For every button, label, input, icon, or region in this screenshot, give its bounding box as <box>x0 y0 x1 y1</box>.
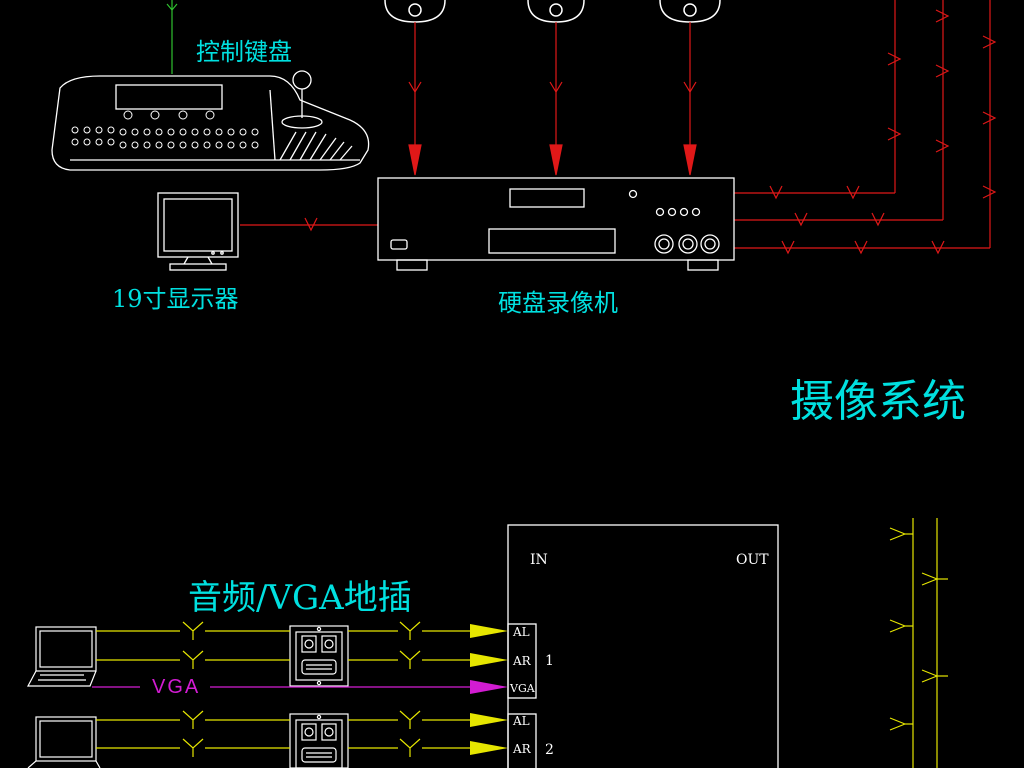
port1-vga-label: VGA <box>510 682 535 695</box>
audio-wires <box>96 621 470 757</box>
vga-wire <box>92 680 508 694</box>
matrix-in-label: IN <box>530 552 548 568</box>
dvr-icon <box>377 177 735 271</box>
wall-plate-1-icon <box>289 625 349 687</box>
monitor-icon <box>157 192 239 271</box>
port2-number: 2 <box>545 742 554 758</box>
port1-al-label: AL <box>513 625 530 639</box>
port1-number: 1 <box>545 653 554 669</box>
port2-ar-label: AR <box>513 742 531 756</box>
audio-arrows <box>470 624 508 755</box>
right-red-bus <box>734 0 997 255</box>
camera-3-icon <box>659 0 721 23</box>
monitor-label: 19寸显示器 <box>112 285 239 313</box>
dvr-label: 硬盘录像机 <box>498 289 618 317</box>
audio-vga-title: 音频/VGA地插 <box>188 578 412 618</box>
keyboard-icon <box>51 70 370 171</box>
laptop-2-icon <box>27 716 101 768</box>
camera-dvr-wires <box>408 22 697 176</box>
right-yellow-ladder <box>889 518 948 768</box>
wall-plate-2-icon <box>289 713 349 768</box>
matrix-out-label: OUT <box>736 552 769 568</box>
keyboard-green-wire <box>166 0 178 74</box>
matrix-box <box>507 524 779 768</box>
camera-system-title: 摄像系统 <box>790 376 966 427</box>
camera-2-icon <box>527 0 585 23</box>
port2-al-label: AL <box>513 714 530 728</box>
monitor-dvr-wire <box>240 217 378 232</box>
keyboard-label: 控制键盘 <box>196 38 292 66</box>
vga-wire-label: VGA <box>152 676 201 698</box>
laptop-1-icon <box>27 626 97 687</box>
port1-ar-label: AR <box>513 654 531 668</box>
camera-1-icon <box>384 0 446 23</box>
